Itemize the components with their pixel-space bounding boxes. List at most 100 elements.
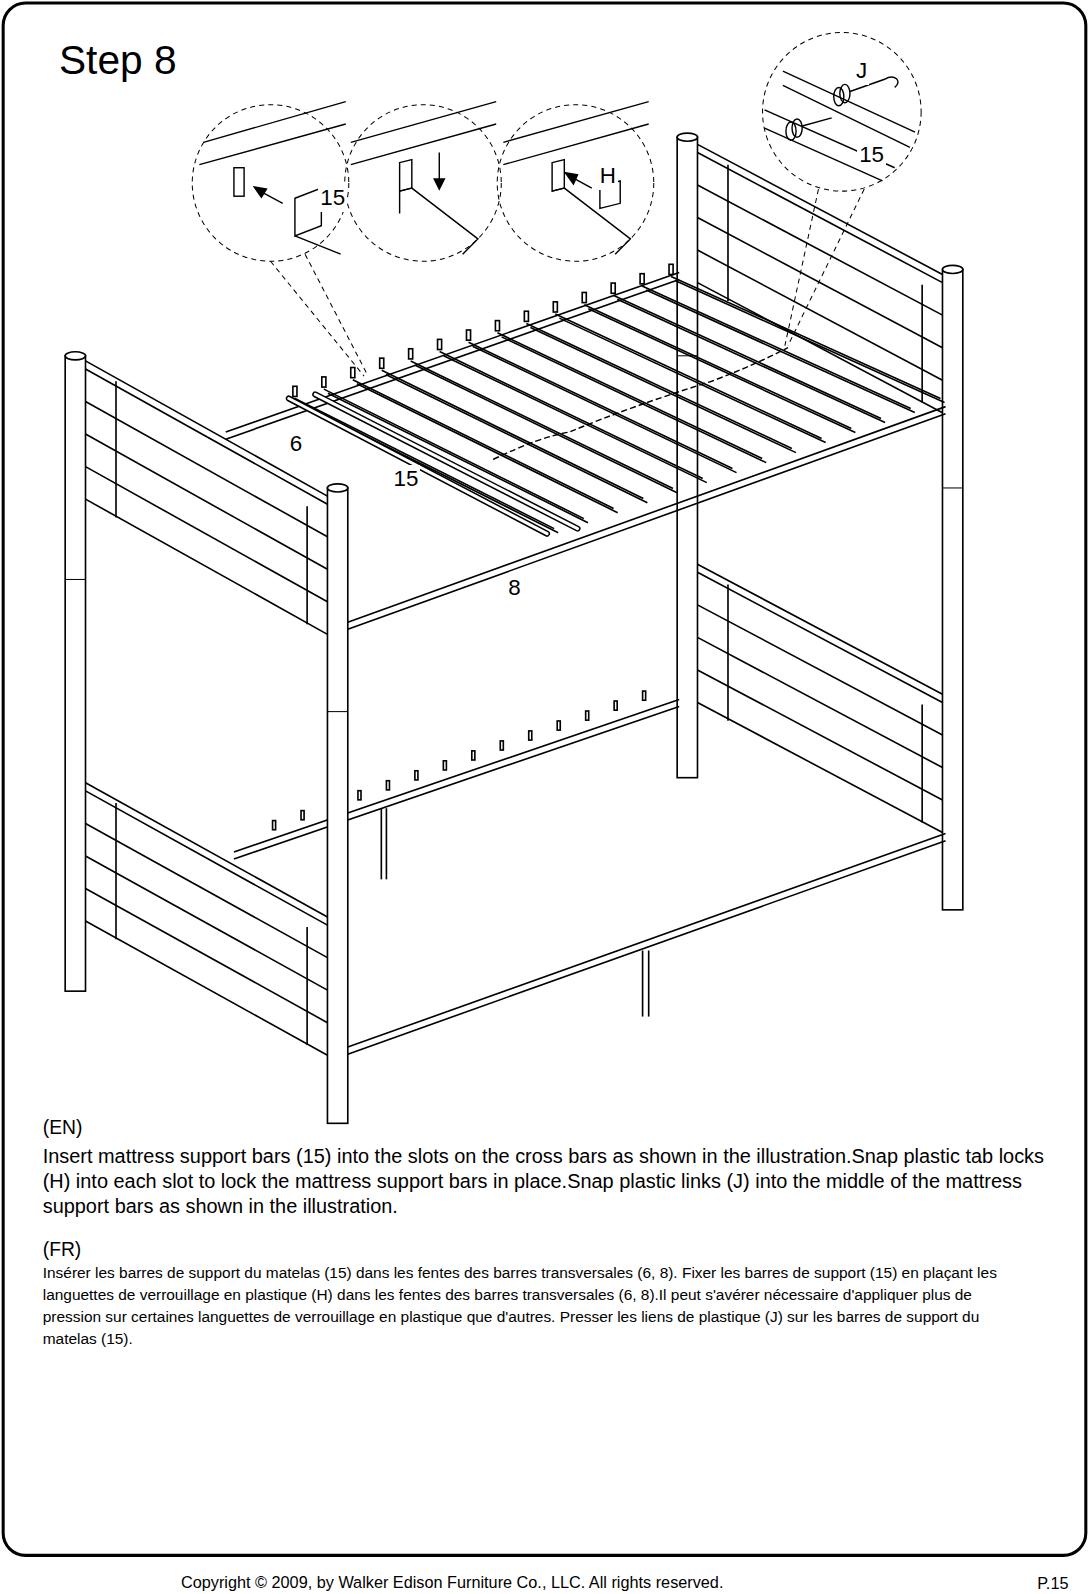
rail-slot — [443, 761, 446, 770]
end-rail — [86, 783, 328, 917]
rail-slot — [500, 741, 503, 750]
end-rail — [697, 670, 942, 800]
bar-highlight — [315, 394, 577, 528]
end-rail — [86, 361, 328, 496]
post-joint — [677, 355, 697, 356]
detail-callout: H — [497, 105, 654, 262]
detail-callout: J15 — [763, 33, 922, 192]
step-title: Step 8 — [59, 35, 177, 86]
mattress-support-bar — [444, 356, 707, 483]
side-rail — [348, 834, 946, 1047]
side-rail — [226, 272, 679, 432]
end-rail — [86, 856, 328, 990]
page-border — [3, 3, 1086, 1555]
callout-number: 6 — [288, 430, 304, 458]
bed-post — [327, 488, 347, 1123]
post-cap — [65, 352, 85, 360]
mattress-support-bar — [386, 374, 648, 502]
post-cap — [327, 484, 347, 492]
mattress-support-bar — [473, 346, 737, 472]
support-leg — [642, 951, 644, 1017]
end-rail — [86, 499, 328, 634]
callout-letter: J — [854, 57, 869, 85]
post-joint — [942, 487, 962, 488]
end-rail — [727, 165, 729, 301]
side-rail — [348, 841, 946, 1054]
rail-slot — [301, 811, 304, 820]
tab-lock — [495, 321, 499, 331]
section-tag: (EN) — [43, 1116, 83, 1140]
tab-lock — [582, 292, 586, 302]
end-rail — [86, 888, 328, 1022]
rail-slot — [557, 721, 560, 730]
side-rail — [234, 707, 679, 859]
post-joint — [65, 579, 85, 580]
end-rail — [697, 605, 942, 735]
side-rail — [348, 407, 946, 623]
end-rail — [697, 250, 942, 380]
bed-frame — [65, 133, 963, 1123]
mattress-support-bar — [559, 318, 825, 442]
copyright-note: Copyright © 2009, by Walker Edison Furni… — [181, 1572, 723, 1592]
callout-letter: 15 — [318, 184, 347, 212]
end-rail — [86, 369, 328, 504]
end-rail — [697, 564, 942, 694]
tab-lock — [322, 377, 326, 387]
rail-slot — [415, 771, 418, 780]
end-rail — [697, 185, 942, 315]
support-leg — [381, 808, 383, 879]
section-tag: (FR) — [43, 1238, 82, 1262]
bed-post — [942, 269, 962, 909]
rail-slot — [472, 751, 475, 760]
detail-drawings — [199, 71, 915, 254]
tab-lock — [669, 264, 673, 274]
mattress-support-bar — [415, 365, 677, 493]
mattress-support-bar — [357, 384, 618, 513]
end-rail — [921, 704, 923, 822]
tab-lock — [640, 274, 644, 284]
rail-slot — [386, 781, 389, 790]
side-rail — [348, 414, 946, 630]
end-rail — [697, 637, 942, 767]
bed-post — [677, 137, 697, 777]
mattress-support-bar — [530, 327, 795, 452]
end-rail — [697, 702, 942, 832]
rail-slot — [614, 701, 617, 710]
tab-lock — [351, 368, 355, 378]
end-rail — [697, 572, 942, 702]
mattress-support-bar — [328, 393, 588, 522]
post-joint — [327, 711, 347, 712]
rail-slot — [529, 731, 532, 740]
mattress-support-bar — [675, 281, 944, 403]
rail-slot — [643, 691, 646, 700]
rail-slot — [273, 821, 276, 830]
end-rail — [86, 921, 328, 1055]
side-rail — [234, 699, 679, 851]
mattress-support-bar — [502, 337, 767, 463]
tab-lock — [611, 283, 615, 293]
tab-lock — [409, 349, 413, 359]
mattress-support-bar — [671, 277, 940, 399]
tab-lock — [293, 386, 297, 396]
end-rail — [306, 927, 308, 1045]
page-number: P.15 — [1037, 1573, 1068, 1593]
end-rail — [727, 585, 729, 721]
callout-number: 8 — [506, 574, 522, 602]
callout-letter: H — [598, 162, 618, 190]
rail-slot — [586, 711, 589, 720]
end-rail — [306, 506, 308, 624]
bed-post — [65, 356, 85, 991]
end-rail — [86, 823, 328, 957]
end-rail — [86, 467, 328, 602]
tab-lock — [380, 358, 384, 368]
support-leg — [386, 808, 388, 879]
end-rail — [115, 381, 117, 517]
tab-lock — [524, 311, 528, 321]
tab-lock — [553, 302, 557, 312]
detail-callout: 15 — [192, 105, 349, 262]
end-rail — [697, 144, 942, 274]
end-rail — [86, 791, 328, 925]
plastic-links — [493, 348, 788, 460]
end-rail — [921, 285, 923, 403]
